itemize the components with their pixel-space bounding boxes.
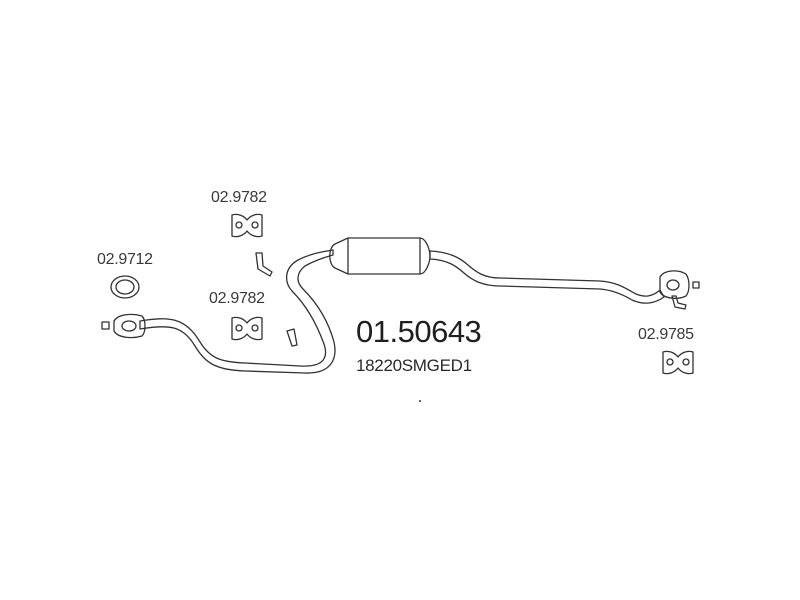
exhaust-pipe-rear-section (429, 250, 665, 304)
main-part-number: 01.50643 (356, 314, 482, 349)
rear-hanger-rod (671, 295, 687, 310)
rear-flange (659, 270, 690, 299)
oem-part-number: 18220SMGED1 (356, 356, 472, 375)
rubber-hanger-upper-icon (231, 213, 263, 238)
exhaust-pipe-front-section (139, 249, 336, 374)
stray-dot (419, 400, 421, 402)
front-flange (113, 313, 146, 339)
gasket-ring-icon (110, 275, 140, 299)
rubber-hanger-rear-icon (662, 350, 694, 375)
label-hanger-upper: 02.9782 (211, 189, 267, 206)
rubber-hanger-lower-icon (231, 316, 263, 341)
muffler-body (329, 237, 431, 275)
front-stud-bolt (101, 321, 110, 330)
label-gasket-ring: 02.9712 (97, 251, 153, 268)
exhaust-pipe-assembly (139, 237, 665, 374)
front-hanger-rod (255, 252, 273, 277)
front-hook-bracket (286, 328, 298, 347)
rear-stud-bolt (692, 281, 700, 289)
label-hanger-lower: 02.9782 (209, 290, 265, 307)
label-hanger-rear: 02.9785 (638, 326, 694, 343)
